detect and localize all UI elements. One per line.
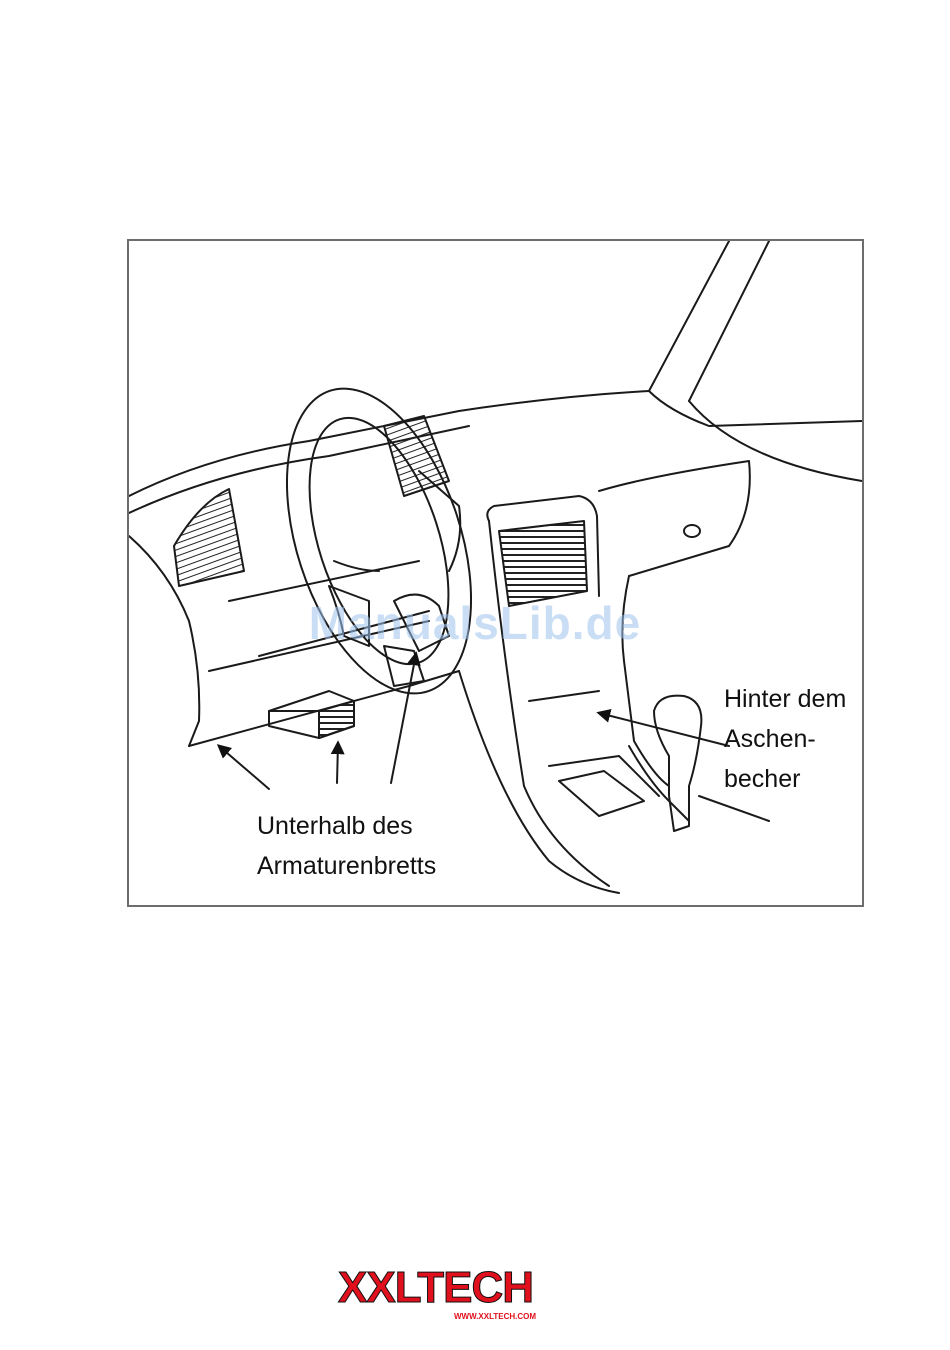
label-behind-line-1: Hinter dem	[724, 679, 846, 719]
label-behind-line-2: Aschen-	[724, 719, 846, 759]
arrow-behind	[599, 713, 729, 746]
label-under-line-1: Unterhalb des	[257, 806, 436, 846]
brand-logo: XXLTECH WWW.XXLTECH.COM	[338, 1266, 550, 1326]
watermark: ManualsLib.de	[0, 596, 950, 650]
arrow-under-left	[219, 746, 269, 789]
a-pillar	[649, 241, 729, 391]
label-behind-ashtray: Hinter dem Aschen- becher	[724, 679, 846, 799]
left-vent	[174, 489, 244, 586]
steering-wheel-outer	[252, 365, 506, 716]
brand-name: XXLTECH	[338, 1266, 533, 1310]
arrow-under-center	[337, 743, 338, 783]
glovebox	[599, 461, 750, 576]
brand-url: WWW.XXLTECH.COM	[454, 1312, 536, 1321]
label-behind-line-3: becher	[724, 759, 846, 799]
center-vent	[384, 416, 449, 496]
arrow-under-right	[391, 654, 416, 783]
dashboard-illustration	[129, 241, 862, 905]
label-under-line-2: Armaturenbretts	[257, 846, 436, 886]
label-under-dashboard: Unterhalb des Armaturenbretts	[257, 806, 436, 886]
figure-frame: Unterhalb des Armaturenbretts Hinter dem…	[127, 239, 864, 907]
